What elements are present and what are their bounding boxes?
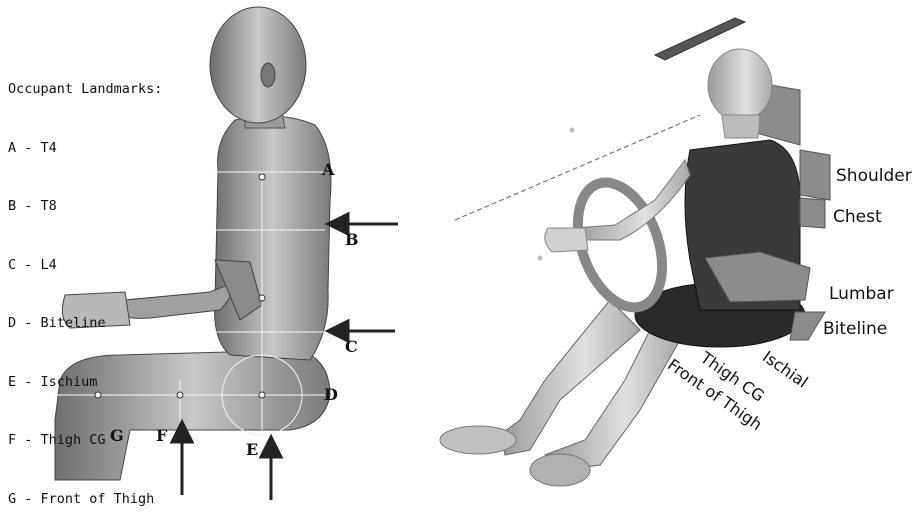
marker-d: D xyxy=(324,385,338,404)
marker-e: E xyxy=(246,440,258,459)
marker-a: A xyxy=(322,160,334,179)
label-lumbar: Lumbar xyxy=(829,284,894,304)
marker-f: F xyxy=(156,426,167,445)
marker-g: G xyxy=(110,426,124,445)
landmark-legend: Occupant Landmarks: A - T4 B - T8 C - L4… xyxy=(8,41,162,529)
legend-item: A - T4 xyxy=(8,139,162,159)
legend-item: C - L4 xyxy=(8,256,162,276)
legend-item: D - Biteline xyxy=(8,314,162,334)
label-chest: Chest xyxy=(833,207,882,227)
legend-item: E - Ischium xyxy=(8,373,162,393)
legend-item: F - Thigh CG xyxy=(8,431,162,451)
marker-b: B xyxy=(345,230,359,249)
marker-c: C xyxy=(345,337,358,356)
legend-item: B - T8 xyxy=(8,197,162,217)
legend-item: G - Front of Thigh xyxy=(8,490,162,510)
right-dummy xyxy=(440,18,830,486)
label-shoulder: Shoulder xyxy=(836,166,912,186)
legend-title: Occupant Landmarks: xyxy=(8,80,162,100)
label-biteline: Biteline xyxy=(823,319,887,339)
